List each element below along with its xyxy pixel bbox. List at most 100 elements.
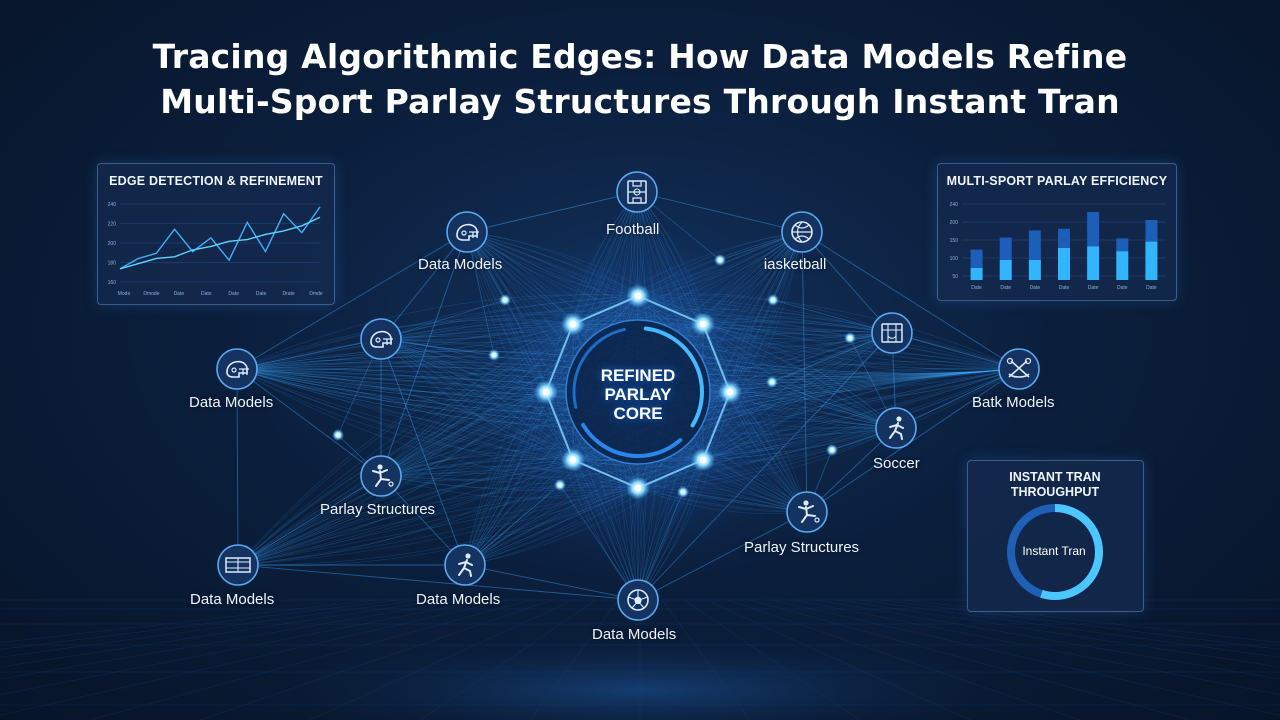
eff-bar-lower xyxy=(1058,248,1070,280)
edge-detection-panel: EDGE DETECTION & REFINEMENT 240 220 200 180… xyxy=(97,163,335,305)
title-line-2: Multi-Sport Parlay Structures Through In… xyxy=(160,82,1120,121)
node-label-data-models: Data Models xyxy=(418,256,503,273)
crossed-sticks-icon xyxy=(1006,357,1032,378)
throughput-title: INSTANT TRAN THROUGHPUT xyxy=(968,470,1142,500)
edge-y-tick: 180 xyxy=(108,261,117,267)
court-icon xyxy=(225,557,251,573)
node-label-data-models: Data Models xyxy=(190,591,275,608)
soccer-ball-icon xyxy=(627,589,649,611)
eff-x-tick: Date xyxy=(1146,285,1157,291)
eff-bar-upper xyxy=(1058,228,1070,248)
edge-y-tick: 220 xyxy=(108,222,117,228)
page-title: Tracing Algorithmic Edges: How Data Mode… xyxy=(0,34,1280,124)
kicker-icon xyxy=(372,464,394,487)
node-n4 xyxy=(211,343,263,395)
node-label-data-models: Data Models xyxy=(189,394,274,411)
core-line-3: CORE xyxy=(613,404,663,423)
node-n1 xyxy=(441,206,493,258)
eff-y-tick: 150 xyxy=(950,238,959,244)
eff-bar-upper xyxy=(999,237,1012,260)
edge-x-tick: Date xyxy=(174,291,185,297)
football-field-icon xyxy=(627,180,647,204)
edge-x-tick: Mode xyxy=(118,291,131,297)
eff-bar-upper xyxy=(1087,212,1100,247)
throughput-panel xyxy=(967,460,1144,612)
edge-y-tick: 200 xyxy=(108,241,117,247)
eff-bar-lower xyxy=(1087,246,1100,280)
basketball-icon xyxy=(791,221,813,243)
node-n8 xyxy=(355,450,407,502)
efficiency-panel-title: MULTI-SPORT PARLAY EFFICIENCY xyxy=(946,174,1168,188)
title-line-1: Tracing Algorithmic Edges: How Data Mode… xyxy=(152,37,1128,76)
eff-bar-upper xyxy=(1145,220,1158,242)
node-n3 xyxy=(355,313,407,365)
runner-icon xyxy=(889,416,904,440)
eff-x-tick: Date xyxy=(1030,285,1041,291)
edge-x-tick: Date xyxy=(201,291,212,297)
goal-net-icon xyxy=(881,323,903,343)
node-label-data-models: Data Models xyxy=(592,626,677,643)
eff-bar-upper xyxy=(970,249,983,268)
eff-bar-lower xyxy=(999,260,1012,280)
efficiency-panel: MULTI-SPORT PARLAY EFFICIENCY 240 200 150 1… xyxy=(937,163,1177,301)
node-label-soccer: Soccer xyxy=(873,455,920,472)
edge-y-tick: 240 xyxy=(108,202,117,208)
eff-bar-lower xyxy=(1145,241,1158,280)
eff-bar-lower xyxy=(970,268,983,280)
eff-x-tick: Date xyxy=(971,285,982,291)
eff-bar-lower xyxy=(1116,251,1129,280)
eff-bar-lower xyxy=(1028,260,1041,280)
edge-panel-title: EDGE DETECTION & REFINEMENT xyxy=(109,174,323,188)
core-line-1: REFINED xyxy=(600,366,676,385)
edge-x-tick: Dmode xyxy=(143,291,159,297)
throughput-title-line-2: THROUGHPUT xyxy=(1010,485,1100,499)
eff-y-tick: 50 xyxy=(952,274,958,280)
eff-bar-upper xyxy=(1116,238,1129,252)
eff-x-tick: Date xyxy=(1088,285,1099,291)
node-label-parlay-structures: Parlay Structures xyxy=(320,501,436,518)
helmet-icon xyxy=(456,223,479,241)
node-label-data-models: Data Models xyxy=(416,591,501,608)
eff-x-tick: Date xyxy=(1059,285,1070,291)
node-n6 xyxy=(993,343,1045,395)
eff-y-tick: 100 xyxy=(950,256,959,262)
ring-progress-arc xyxy=(1040,504,1103,600)
eff-y-tick: 240 xyxy=(950,202,959,208)
kicker-icon xyxy=(798,500,820,523)
node-n2 xyxy=(776,206,828,258)
edge-series-line xyxy=(119,206,321,270)
core-ring xyxy=(332,192,856,592)
node-n5 xyxy=(866,307,918,359)
core-label: REFINED PARLAY CORE xyxy=(578,366,698,423)
node-label-basketball: Ꭵasketball xyxy=(764,256,827,273)
throughput-center-label: Instant Tran xyxy=(1022,544,1086,558)
node-n12 xyxy=(612,574,664,626)
edge-series-line xyxy=(119,216,321,270)
edge-x-tick: Date xyxy=(256,291,267,297)
edge-x-tick: Drate xyxy=(282,291,294,297)
node-label-batk-models: Batk Models xyxy=(972,394,1055,411)
eff-x-tick: Date xyxy=(1000,285,1011,291)
throughput-ring xyxy=(1007,504,1103,600)
edge-x-tick: Dmde xyxy=(309,291,323,297)
node-n11 xyxy=(439,539,491,591)
core-line-2: PARLAY xyxy=(604,385,672,404)
node-n7 xyxy=(870,402,922,454)
node-n0 xyxy=(611,166,663,218)
helmet-icon xyxy=(370,330,393,348)
helmet-icon xyxy=(226,360,249,378)
eff-y-tick: 200 xyxy=(950,220,959,226)
edge-x-tick: Date xyxy=(228,291,239,297)
eff-bar-upper xyxy=(1028,230,1041,260)
node-label-parlay-structures: Parlay Structures xyxy=(744,539,860,556)
throughput-title-line-1: INSTANT TRAN xyxy=(1009,470,1101,484)
edge-y-tick: 160 xyxy=(108,280,117,286)
node-label-football: Football xyxy=(606,221,660,238)
node-n9 xyxy=(781,486,833,538)
eff-x-tick: Date xyxy=(1117,285,1128,291)
network-nodes xyxy=(211,166,1045,626)
runner-icon xyxy=(458,553,473,577)
